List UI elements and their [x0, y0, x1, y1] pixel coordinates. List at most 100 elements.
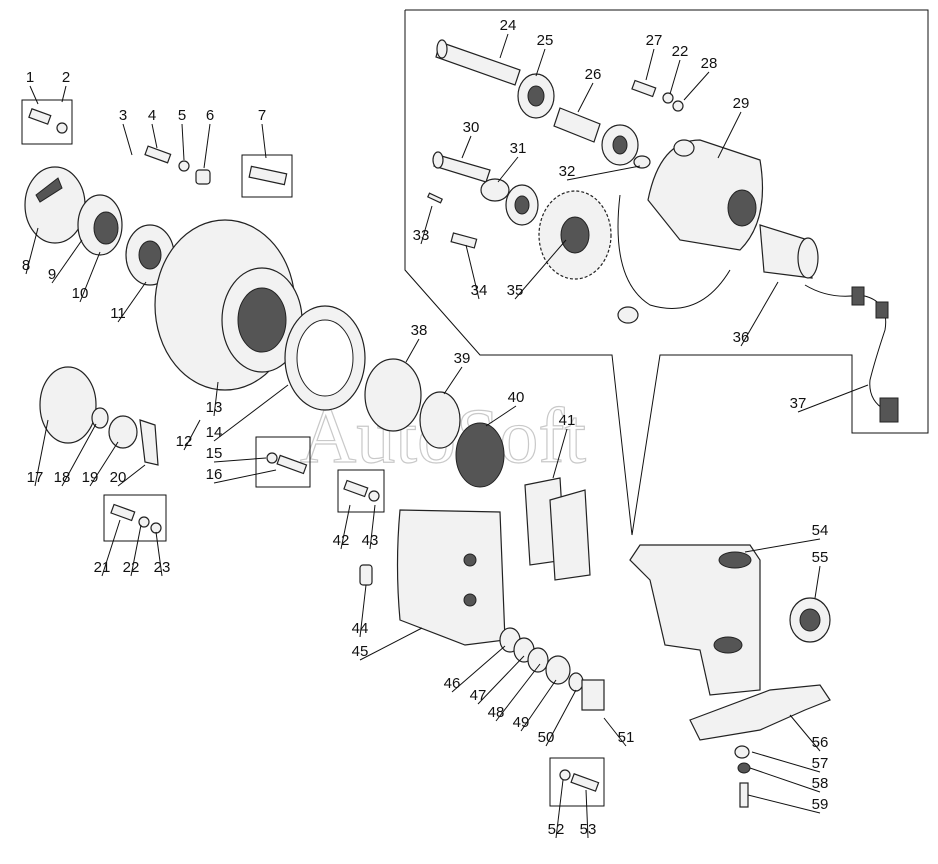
part-31-ring — [480, 178, 510, 202]
callout-label-49: 49 — [513, 714, 530, 731]
leader-line-50 — [545, 689, 577, 747]
leader-line-33 — [420, 205, 433, 245]
bracket-52-53 — [549, 757, 605, 807]
callout-label-2: 2 — [62, 69, 70, 86]
callout-label-20: 20 — [110, 469, 127, 486]
callout-label-36: 36 — [733, 329, 750, 346]
callout-label-8: 8 — [22, 257, 30, 274]
callout-label-34: 34 — [471, 282, 488, 299]
callout-label-59: 59 — [812, 796, 829, 813]
leader-lines — [25, 33, 869, 839]
leader-line-10 — [79, 251, 101, 303]
part-29-housing — [617, 139, 764, 324]
leader-line-42 — [340, 504, 351, 550]
part-13-hub — [154, 219, 303, 391]
leader-line-49 — [520, 679, 557, 732]
leader-line-36 — [740, 281, 779, 347]
callout-label-31: 31 — [510, 140, 527, 157]
part-36-motor — [759, 224, 819, 279]
callout-label-57: 57 — [812, 755, 829, 772]
callout-label-51: 51 — [618, 729, 635, 746]
leader-line-51 — [603, 717, 627, 747]
callout-label-48: 48 — [488, 704, 505, 721]
leader-line-9 — [51, 239, 83, 284]
callout-label-24: 24 — [500, 17, 517, 34]
part-40-seal — [455, 422, 505, 488]
callout-label-4: 4 — [148, 107, 156, 124]
callout-label-7: 7 — [258, 107, 266, 124]
leader-line-32 — [566, 165, 641, 181]
leader-line-53 — [585, 789, 589, 839]
leader-line-59 — [747, 794, 821, 814]
part-1-bolt — [28, 108, 52, 125]
leader-line-31 — [497, 156, 519, 183]
part-14-ring — [284, 305, 366, 411]
part-50-disc — [568, 672, 584, 692]
part-55-bushing — [789, 597, 831, 643]
leader-line-13 — [213, 381, 219, 417]
callout-label-3: 3 — [119, 107, 127, 124]
part-33-key — [427, 192, 443, 204]
group-boundary — [404, 9, 929, 536]
leader-line-14 — [213, 384, 289, 442]
callout-label-6: 6 — [206, 107, 214, 124]
callout-label-42: 42 — [333, 532, 350, 549]
leader-line-6 — [203, 123, 211, 169]
leader-line-7 — [261, 123, 267, 159]
leader-line-8 — [25, 227, 39, 275]
callout-label-40: 40 — [508, 389, 525, 406]
callout-label-27: 27 — [646, 32, 663, 49]
part-15-washer — [266, 452, 278, 464]
callout-label-1: 1 — [26, 69, 34, 86]
part-38-bearing — [364, 358, 422, 432]
callout-label-14: 14 — [206, 424, 223, 441]
callout-label-33: 33 — [413, 227, 430, 244]
leader-line-37 — [797, 384, 869, 413]
callout-label-46: 46 — [444, 675, 461, 692]
part-31-bearing — [505, 184, 539, 226]
leader-line-46 — [451, 645, 506, 693]
leader-line-47 — [477, 655, 525, 705]
part-18-oring — [91, 407, 109, 429]
callout-label-38: 38 — [411, 322, 428, 339]
callout-label-50: 50 — [538, 729, 555, 746]
part-3-6-bolt-set — [144, 145, 211, 185]
part-51-plate — [581, 679, 605, 711]
part-42-bolt — [343, 479, 369, 498]
leader-line-39 — [443, 366, 463, 395]
part-57-cap — [734, 745, 750, 759]
callout-label-28: 28 — [701, 55, 718, 72]
leader-line-2 — [61, 85, 67, 103]
leader-line-16 — [213, 469, 277, 484]
part-37-harness — [804, 284, 899, 423]
callout-label-21: 21 — [94, 559, 111, 576]
callout-label-15: 15 — [206, 445, 223, 462]
callout-label-41: 41 — [559, 412, 576, 429]
leader-line-3 — [122, 123, 133, 156]
leader-line-27 — [645, 48, 655, 81]
callout-label-23: 23 — [154, 559, 171, 576]
part-32-circlip — [633, 155, 651, 169]
part-24-shaft — [435, 39, 521, 86]
part-17-cap — [39, 366, 97, 444]
leader-line-34 — [465, 244, 480, 300]
leader-line-48 — [495, 663, 541, 722]
leader-line-57 — [751, 751, 821, 773]
callout-label-10: 10 — [72, 285, 89, 302]
part-16-bolt — [276, 454, 308, 475]
leader-line-11 — [117, 281, 147, 323]
callout-label-39: 39 — [454, 350, 471, 367]
part-27-bolt — [631, 79, 657, 98]
part-19-plug — [108, 415, 138, 449]
leader-line-22 — [130, 524, 142, 577]
leader-line-44 — [359, 584, 367, 638]
callout-label-54: 54 — [812, 522, 829, 539]
callout-label-52: 52 — [548, 821, 565, 838]
callout-label-22: 22 — [672, 43, 689, 60]
leader-line-41 — [552, 428, 568, 479]
callout-label-37: 37 — [790, 395, 807, 412]
callout-label-11: 11 — [110, 305, 126, 322]
callout-label-22: 22 — [123, 559, 140, 576]
leader-line-54 — [744, 538, 821, 553]
